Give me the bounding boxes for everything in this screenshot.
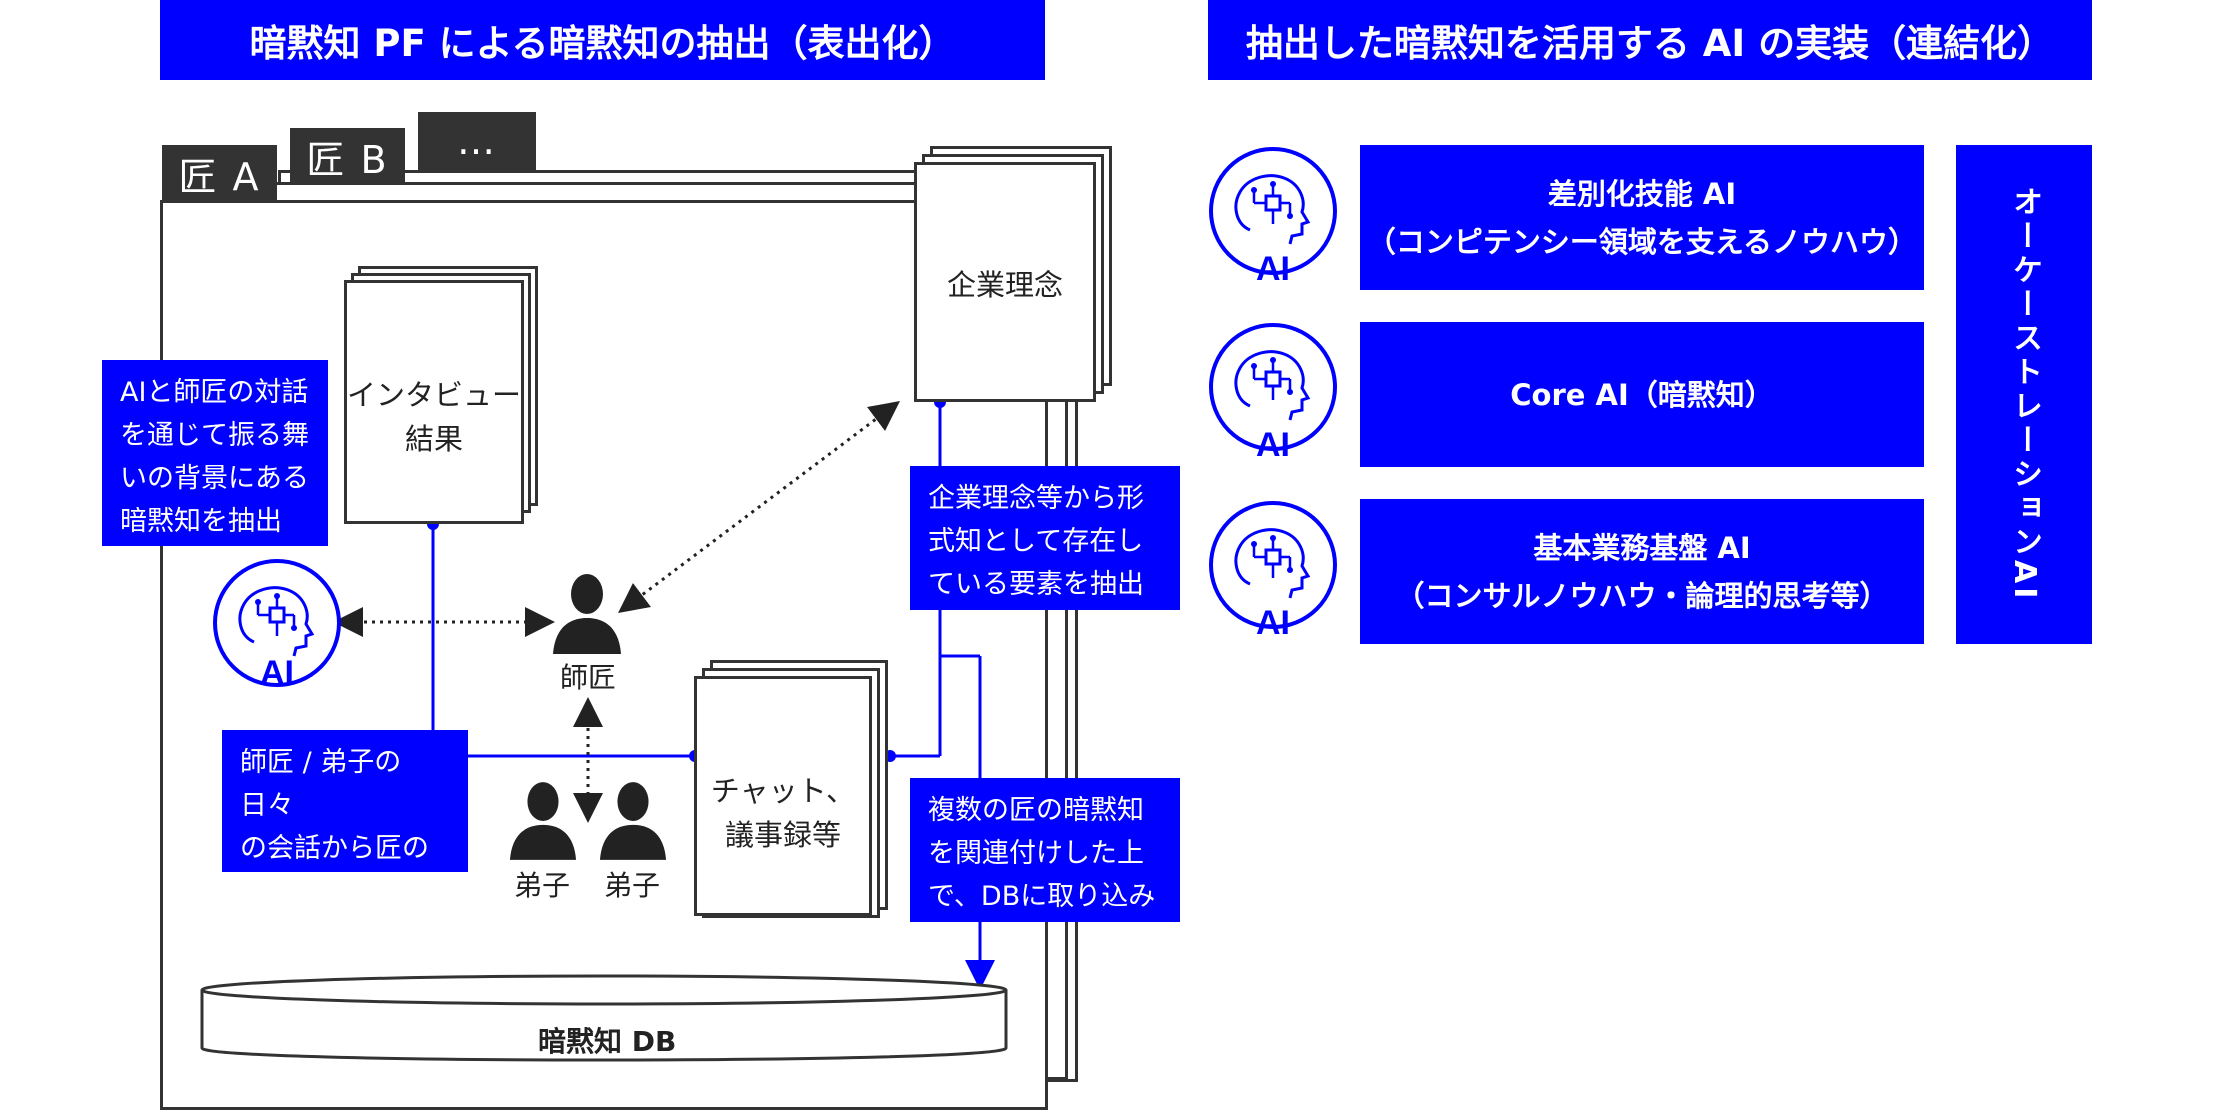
linking-callout: 複数の匠の暗黙知 を関連付けした上 で、DBに取り込み	[910, 778, 1180, 922]
apprentice-person-icon	[509, 782, 577, 860]
ai-brain-icon: AI	[213, 559, 341, 690]
orchestration-ai-box[interactable]: オーケーストレーションAI	[1956, 145, 2092, 644]
ai-item-basic-business[interactable]: 基本業務基盤 AI （コンサルノウハウ・論理的思考等）	[1360, 499, 1924, 644]
ai-brain-icon: AI	[1209, 147, 1337, 288]
right-section-header: 抽出した暗黙知を活用する AI の実装（連結化）	[1208, 0, 2092, 80]
tacit-knowledge-db	[200, 974, 1008, 1062]
dialogue-callout: AIと師匠の対話 を通じて振る舞 いの背景にある 暗黙知を抽出	[102, 360, 328, 546]
master-person-icon	[553, 574, 621, 654]
philosophy-doc: 企業理念	[914, 162, 1096, 402]
svg-text:AI: AI	[1256, 250, 1290, 288]
tab-more[interactable]: …	[418, 112, 536, 170]
svg-text:AI: AI	[1256, 604, 1290, 642]
apprentice-person-icon	[599, 782, 667, 860]
tab-b[interactable]: 匠 B	[290, 128, 405, 184]
apprentice-label-2: 弟子	[604, 869, 661, 902]
ai-brain-icon: AI	[1209, 501, 1337, 642]
chat-doc: チャット、 議事録等	[694, 676, 872, 916]
tab-a[interactable]: 匠 A	[162, 145, 277, 201]
chat-doc-label: チャット、 議事録等	[710, 774, 856, 852]
daily-conversation-callout: 師匠 / 弟子の日々 の会話から匠の 振る舞いを抽出	[222, 730, 468, 907]
svg-text:AI: AI	[260, 654, 294, 690]
apprentice-label-1: 弟子	[514, 869, 571, 902]
left-section-header: 暗黙知 PF による暗黙知の抽出（表出化）	[160, 0, 1045, 80]
ai-item-core[interactable]: Core AI（暗黙知）	[1360, 322, 1924, 467]
interview-doc-label: インタビュー 結果	[347, 378, 522, 456]
master-label: 師匠	[560, 661, 617, 694]
db-label: 暗黙知 DB	[538, 1025, 677, 1058]
svg-text:AI: AI	[1256, 426, 1290, 464]
philosophy-callout: 企業理念等から形 式知として存在し ている要素を抽出	[910, 466, 1180, 610]
philosophy-doc-label: 企業理念	[946, 268, 1063, 302]
ai-item-differentiation[interactable]: 差別化技能 AI （コンピテンシー領域を支えるノウハウ）	[1360, 145, 1924, 290]
interview-doc: インタビュー 結果	[344, 280, 524, 524]
ai-brain-icon: AI	[1209, 323, 1337, 464]
